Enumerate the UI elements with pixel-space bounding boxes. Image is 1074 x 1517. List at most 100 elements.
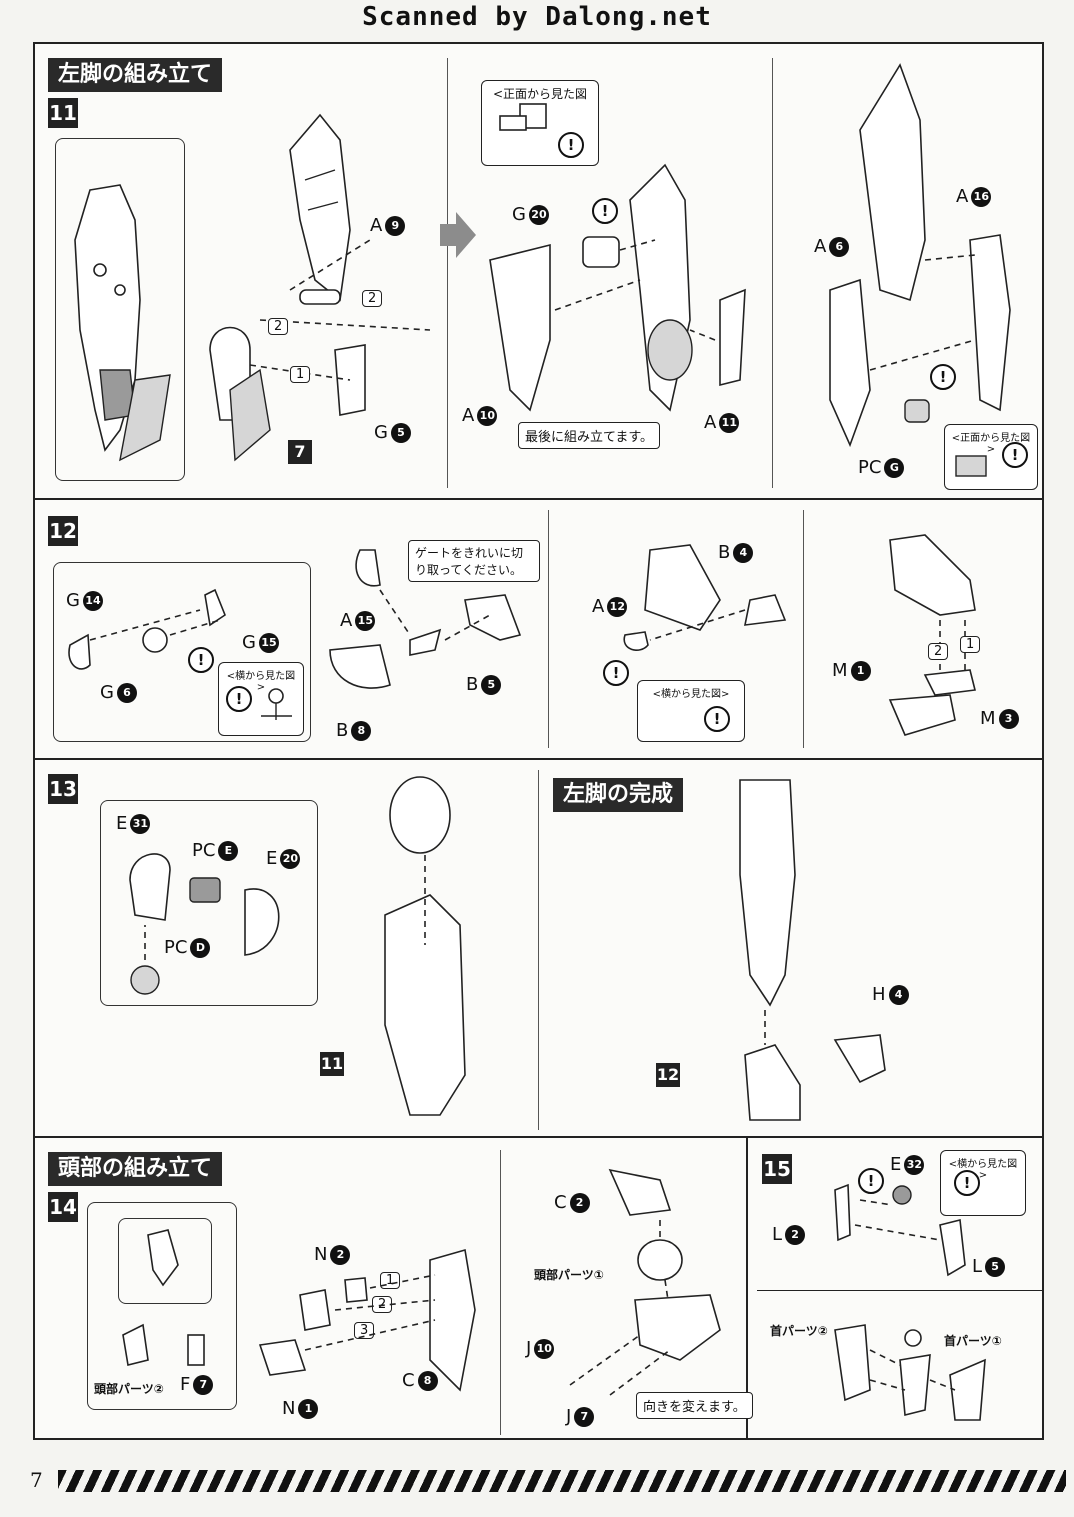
divider-13 xyxy=(538,770,539,1130)
step13-detail-inset xyxy=(100,800,318,1006)
step12-joint-parts-drawing xyxy=(68,588,226,670)
next-arrow-icon xyxy=(440,212,476,258)
divider-14 xyxy=(500,1150,501,1435)
warning-icon: ! xyxy=(858,1168,884,1194)
step11-outer-shell-drawing xyxy=(289,113,351,302)
divider-12a xyxy=(548,510,549,748)
cut-gate-note: ゲートをきれいに切り取ってください。 xyxy=(408,540,540,582)
step11-detail-inset xyxy=(55,138,185,481)
warning-icon: ! xyxy=(954,1170,980,1196)
side-view-caption: <横から見た図> xyxy=(948,1159,1018,1181)
divider-12b xyxy=(803,510,804,748)
assemble-last-note: 最後に組み立てます。 xyxy=(518,422,661,449)
divider-11b xyxy=(772,58,773,488)
section-title-left-leg-complete: 左脚の完成 xyxy=(553,778,684,812)
step-ref-12: 12 xyxy=(656,1063,680,1087)
page-number: 7 xyxy=(30,1468,43,1492)
step13-knee-assembly-drawing xyxy=(384,776,466,1116)
h4-armor-drawing xyxy=(833,1034,886,1084)
step15-neck-drawing xyxy=(834,1183,966,1277)
step12b-ankle-drawing xyxy=(623,544,787,651)
pc-g-front-view-icon xyxy=(955,455,987,477)
step14-sub-inset xyxy=(118,1218,212,1304)
front-view-caption: <正面から見た図> xyxy=(951,433,1031,455)
order-mark-2a: 2 xyxy=(362,290,383,307)
step-ref-7: 7 xyxy=(288,440,312,464)
change-direction-note: 向きを変えます。 xyxy=(636,1392,753,1419)
order-mark-2c: 2 xyxy=(928,643,949,660)
warning-icon: ! xyxy=(603,660,629,686)
joint-side-view-icon xyxy=(261,688,292,720)
order-mark-3d: 3 xyxy=(354,1322,375,1339)
step-number-13: 13 xyxy=(48,774,78,804)
warning-icon: ! xyxy=(1002,442,1028,468)
order-mark-1: 1 xyxy=(290,366,311,383)
head-parts-2-label: 頭部パーツ② xyxy=(94,1382,164,1396)
warning-icon: ! xyxy=(930,364,956,390)
neck-parts-2-label: 首パーツ② xyxy=(770,1324,828,1338)
step-number-14: 14 xyxy=(48,1192,78,1222)
step-number-15: 15 xyxy=(762,1154,792,1184)
divider-row2 xyxy=(33,758,1044,760)
step-ref-11: 11 xyxy=(320,1052,344,1076)
step12-ankle-parts-drawing xyxy=(329,549,522,689)
footer-hatch-bar xyxy=(58,1470,1066,1492)
divider-15 xyxy=(757,1290,1042,1291)
step11c-assembly-drawing xyxy=(829,63,1011,448)
section-title-head: 頭部の組み立て xyxy=(48,1152,223,1186)
side-view-callout-15: <横から見た図> xyxy=(940,1150,1026,1216)
step-number-12: 12 xyxy=(48,516,78,546)
front-view-part-icon xyxy=(499,103,547,131)
neck-parts-1-label: 首パーツ① xyxy=(944,1334,1002,1348)
order-mark-2b: 2 xyxy=(268,318,289,335)
order-mark-1c: 1 xyxy=(960,636,981,653)
side-view-caption: <横から見た図> xyxy=(652,689,730,700)
divider-row3 xyxy=(33,1136,1044,1138)
divider-11a xyxy=(447,58,448,488)
section-title-left-leg: 左脚の組み立て xyxy=(48,58,223,92)
left-leg-complete-drawing xyxy=(739,779,801,1121)
step15-neck-assembly-drawing xyxy=(834,1324,986,1421)
step14-detail-inset xyxy=(87,1202,237,1410)
warning-icon: ! xyxy=(704,706,730,732)
step14-head-assembly-drawing xyxy=(258,1248,476,1392)
step13-knee-parts-drawing xyxy=(129,853,280,995)
step11-leg-frame-drawing xyxy=(74,184,171,462)
scan-credit: Scanned by Dalong.net xyxy=(362,2,712,32)
step-number-11: 11 xyxy=(48,98,78,128)
step12-detail-inset xyxy=(53,562,311,742)
step14-head-detail-drawing xyxy=(122,1229,205,1366)
step11b-assembly-drawing xyxy=(489,163,746,412)
step11-inner-parts-drawing xyxy=(209,239,431,462)
side-view-caption: <横から見た図> xyxy=(226,671,296,693)
warning-icon: ! xyxy=(558,132,584,158)
